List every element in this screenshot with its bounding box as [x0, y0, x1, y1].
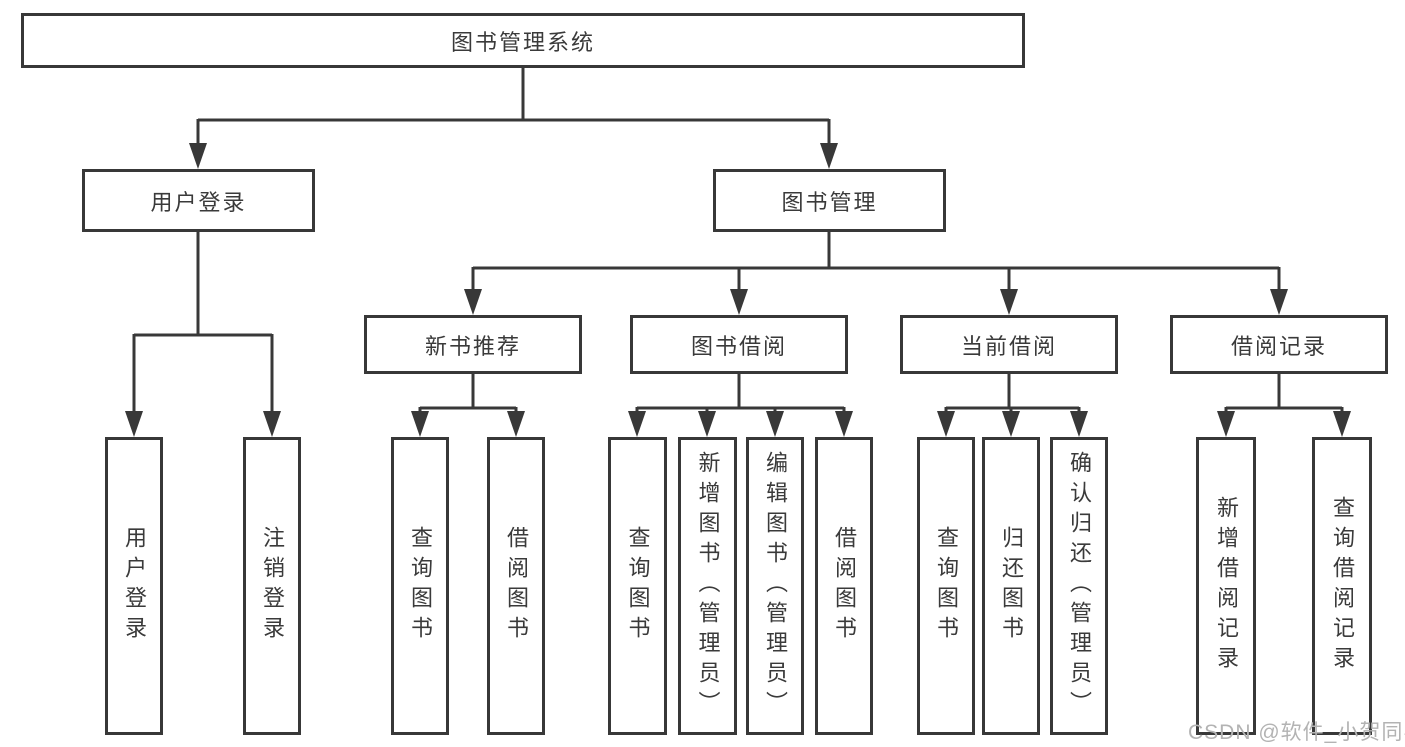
leaf-confirm-return-admin: 确认归还（管理员）	[1050, 437, 1108, 735]
node-new-book-recommend: 新书推荐	[364, 315, 582, 374]
node-current-borrowing: 当前借阅	[900, 315, 1118, 374]
leaf-query-books-current: 查询图书	[917, 437, 975, 735]
node-label: 查询借阅记录	[1330, 496, 1355, 676]
csdn-watermark: CSDN @软件_小贺同学	[1188, 721, 1405, 744]
node-label: 用户登录	[122, 526, 147, 646]
node-library-management-system: 图书管理系统	[21, 13, 1025, 68]
leaf-edit-book-admin: 编辑图书（管理员）	[746, 437, 804, 735]
node-label: 用户登录	[150, 189, 247, 215]
leaf-add-borrow-record: 新增借阅记录	[1196, 437, 1256, 735]
node-label: 编辑图书（管理员）	[763, 451, 788, 721]
node-label: 借阅记录	[1230, 333, 1327, 359]
node-user-login: 用户登录	[82, 169, 315, 232]
leaf-user-login: 用户登录	[105, 437, 163, 735]
node-borrowing-records: 借阅记录	[1170, 315, 1388, 374]
node-label: 归还图书	[999, 526, 1024, 646]
node-label: 新增借阅记录	[1214, 496, 1239, 676]
leaf-add-book-admin: 新增图书（管理员）	[678, 437, 737, 735]
leaf-borrow-books-recommend: 借阅图书	[487, 437, 545, 735]
node-label: 新增图书（管理员）	[695, 451, 721, 721]
node-label: 查询图书	[625, 526, 651, 646]
leaf-query-books-borrowing: 查询图书	[608, 437, 667, 735]
node-book-borrowing: 图书借阅	[630, 315, 848, 374]
node-label: 查询图书	[408, 526, 433, 646]
node-book-management: 图书管理	[713, 169, 946, 232]
node-label: 当前借阅	[960, 333, 1057, 359]
leaf-logout: 注销登录	[243, 437, 301, 735]
node-label: 确认归还（管理员）	[1067, 451, 1092, 721]
node-label: 新书推荐	[424, 333, 521, 359]
node-label: 查询图书	[934, 526, 959, 646]
node-label: 图书管理系统	[450, 29, 595, 55]
leaf-borrow-books-borrowing: 借阅图书	[815, 437, 873, 735]
node-label: 借阅图书	[832, 526, 857, 646]
leaf-return-books: 归还图书	[982, 437, 1040, 735]
node-label: 注销登录	[260, 526, 285, 646]
node-label: 图书借阅	[690, 333, 787, 359]
leaf-query-borrow-record: 查询借阅记录	[1312, 437, 1372, 735]
node-label: 借阅图书	[504, 526, 529, 646]
node-label: 图书管理	[781, 189, 878, 215]
leaf-query-books-recommend: 查询图书	[391, 437, 449, 735]
